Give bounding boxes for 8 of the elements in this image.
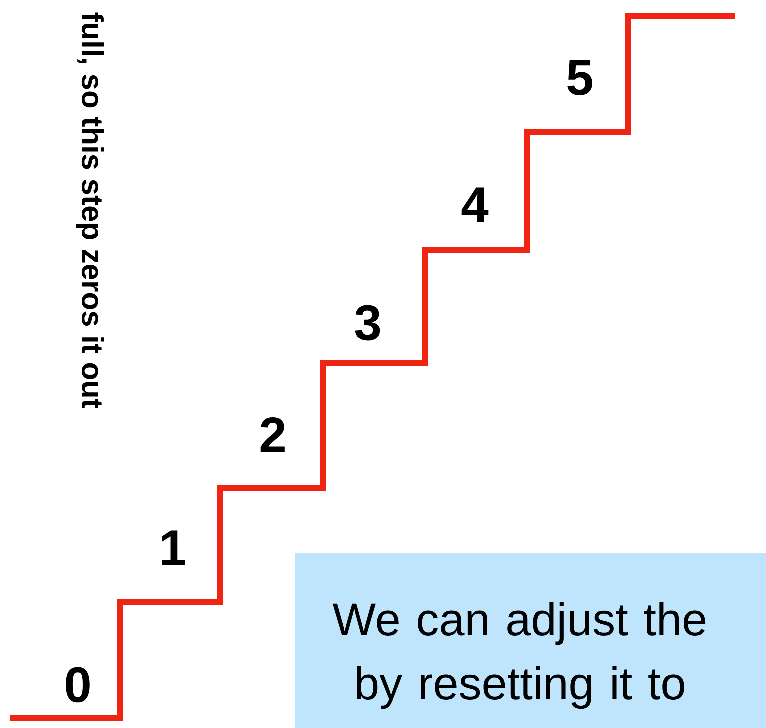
step-number: 5: [568, 60, 592, 96]
step-number: 2: [260, 418, 285, 452]
step-number: 4: [462, 188, 489, 222]
step-number: 3: [355, 305, 380, 341]
note-box: We can adjust the by resetting it to: [295, 553, 766, 728]
step-number: 1: [162, 530, 186, 566]
rotated-note: full, so this step zeros it out: [76, 12, 104, 408]
step-number: 0: [66, 667, 90, 703]
